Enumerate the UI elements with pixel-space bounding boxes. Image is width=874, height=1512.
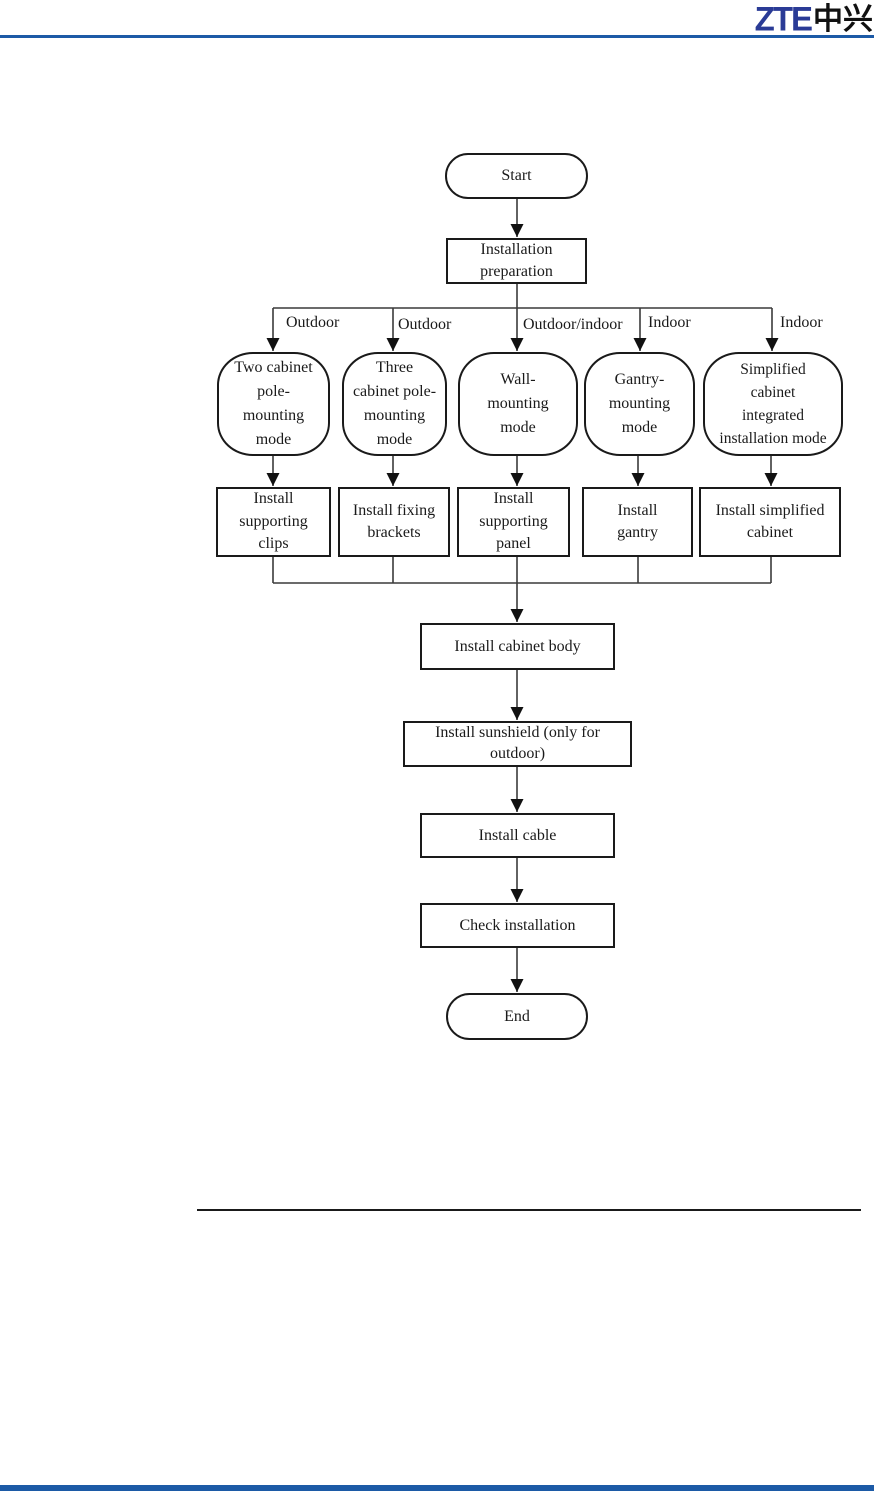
footer-rule [0, 1485, 874, 1491]
flowchart-node-install-cable: Install cable [420, 813, 615, 858]
branch-label-indoor-1: Indoor [648, 314, 691, 331]
connector-modes-to-steps [266, 456, 778, 486]
flowchart-node-install-supporting-panel: Install supporting panel [457, 487, 570, 557]
flowchart-node-two-cabinet-pole-mounting-mode: Two cabinet pole- mounting mode [217, 352, 330, 456]
flowchart-node-three-cabinet-pole-mounting-mode: Three cabinet pole- mounting mode [342, 352, 447, 456]
connector-branch-merge [272, 557, 772, 622]
flowchart-node-wall-mounting-mode: Wall- mounting mode [458, 352, 578, 456]
connector-branch-split [266, 284, 779, 351]
flowchart-node-gantry-mounting-mode: Gantry- mounting mode [584, 352, 695, 456]
zte-logo-chinese: 中兴 [813, 3, 873, 36]
zte-logo-latin: ZTE [754, 0, 813, 38]
flowchart-node-install-simplified-cabinet: Install simplified cabinet [699, 487, 841, 557]
branch-label-outdoor-1: Outdoor [286, 314, 340, 331]
flowchart-node-install-supporting-clips: Install supporting clips [216, 487, 331, 557]
flowchart-node-install-cabinet-body: Install cabinet body [420, 623, 615, 670]
branch-label-outdoor-2: Outdoor [398, 316, 452, 333]
branch-label-indoor-2: Indoor [780, 314, 823, 331]
branch-label-outdoor-indoor: Outdoor/indoor [523, 316, 623, 333]
flowchart-node-simplified-cabinet-integrated-installation-mode: Simplified cabinet integrated installati… [703, 352, 843, 456]
flowchart-node-end: End [446, 993, 588, 1040]
flowchart-node-installation-preparation: Installation preparation [446, 238, 587, 284]
flowchart-node-install-gantry: Install gantry [582, 487, 693, 557]
zte-logo: ZTE 中兴 [754, 0, 873, 38]
header-rule [0, 35, 874, 38]
flowchart-node-check-installation: Check installation [420, 903, 615, 948]
flowchart-node-start: Start [445, 153, 588, 199]
footnote-separator-rule [197, 1209, 861, 1211]
flowchart-node-install-sunshield: Install sunshield (only for outdoor) [403, 721, 632, 767]
flowchart-node-install-fixing-brackets: Install fixing brackets [338, 487, 450, 557]
